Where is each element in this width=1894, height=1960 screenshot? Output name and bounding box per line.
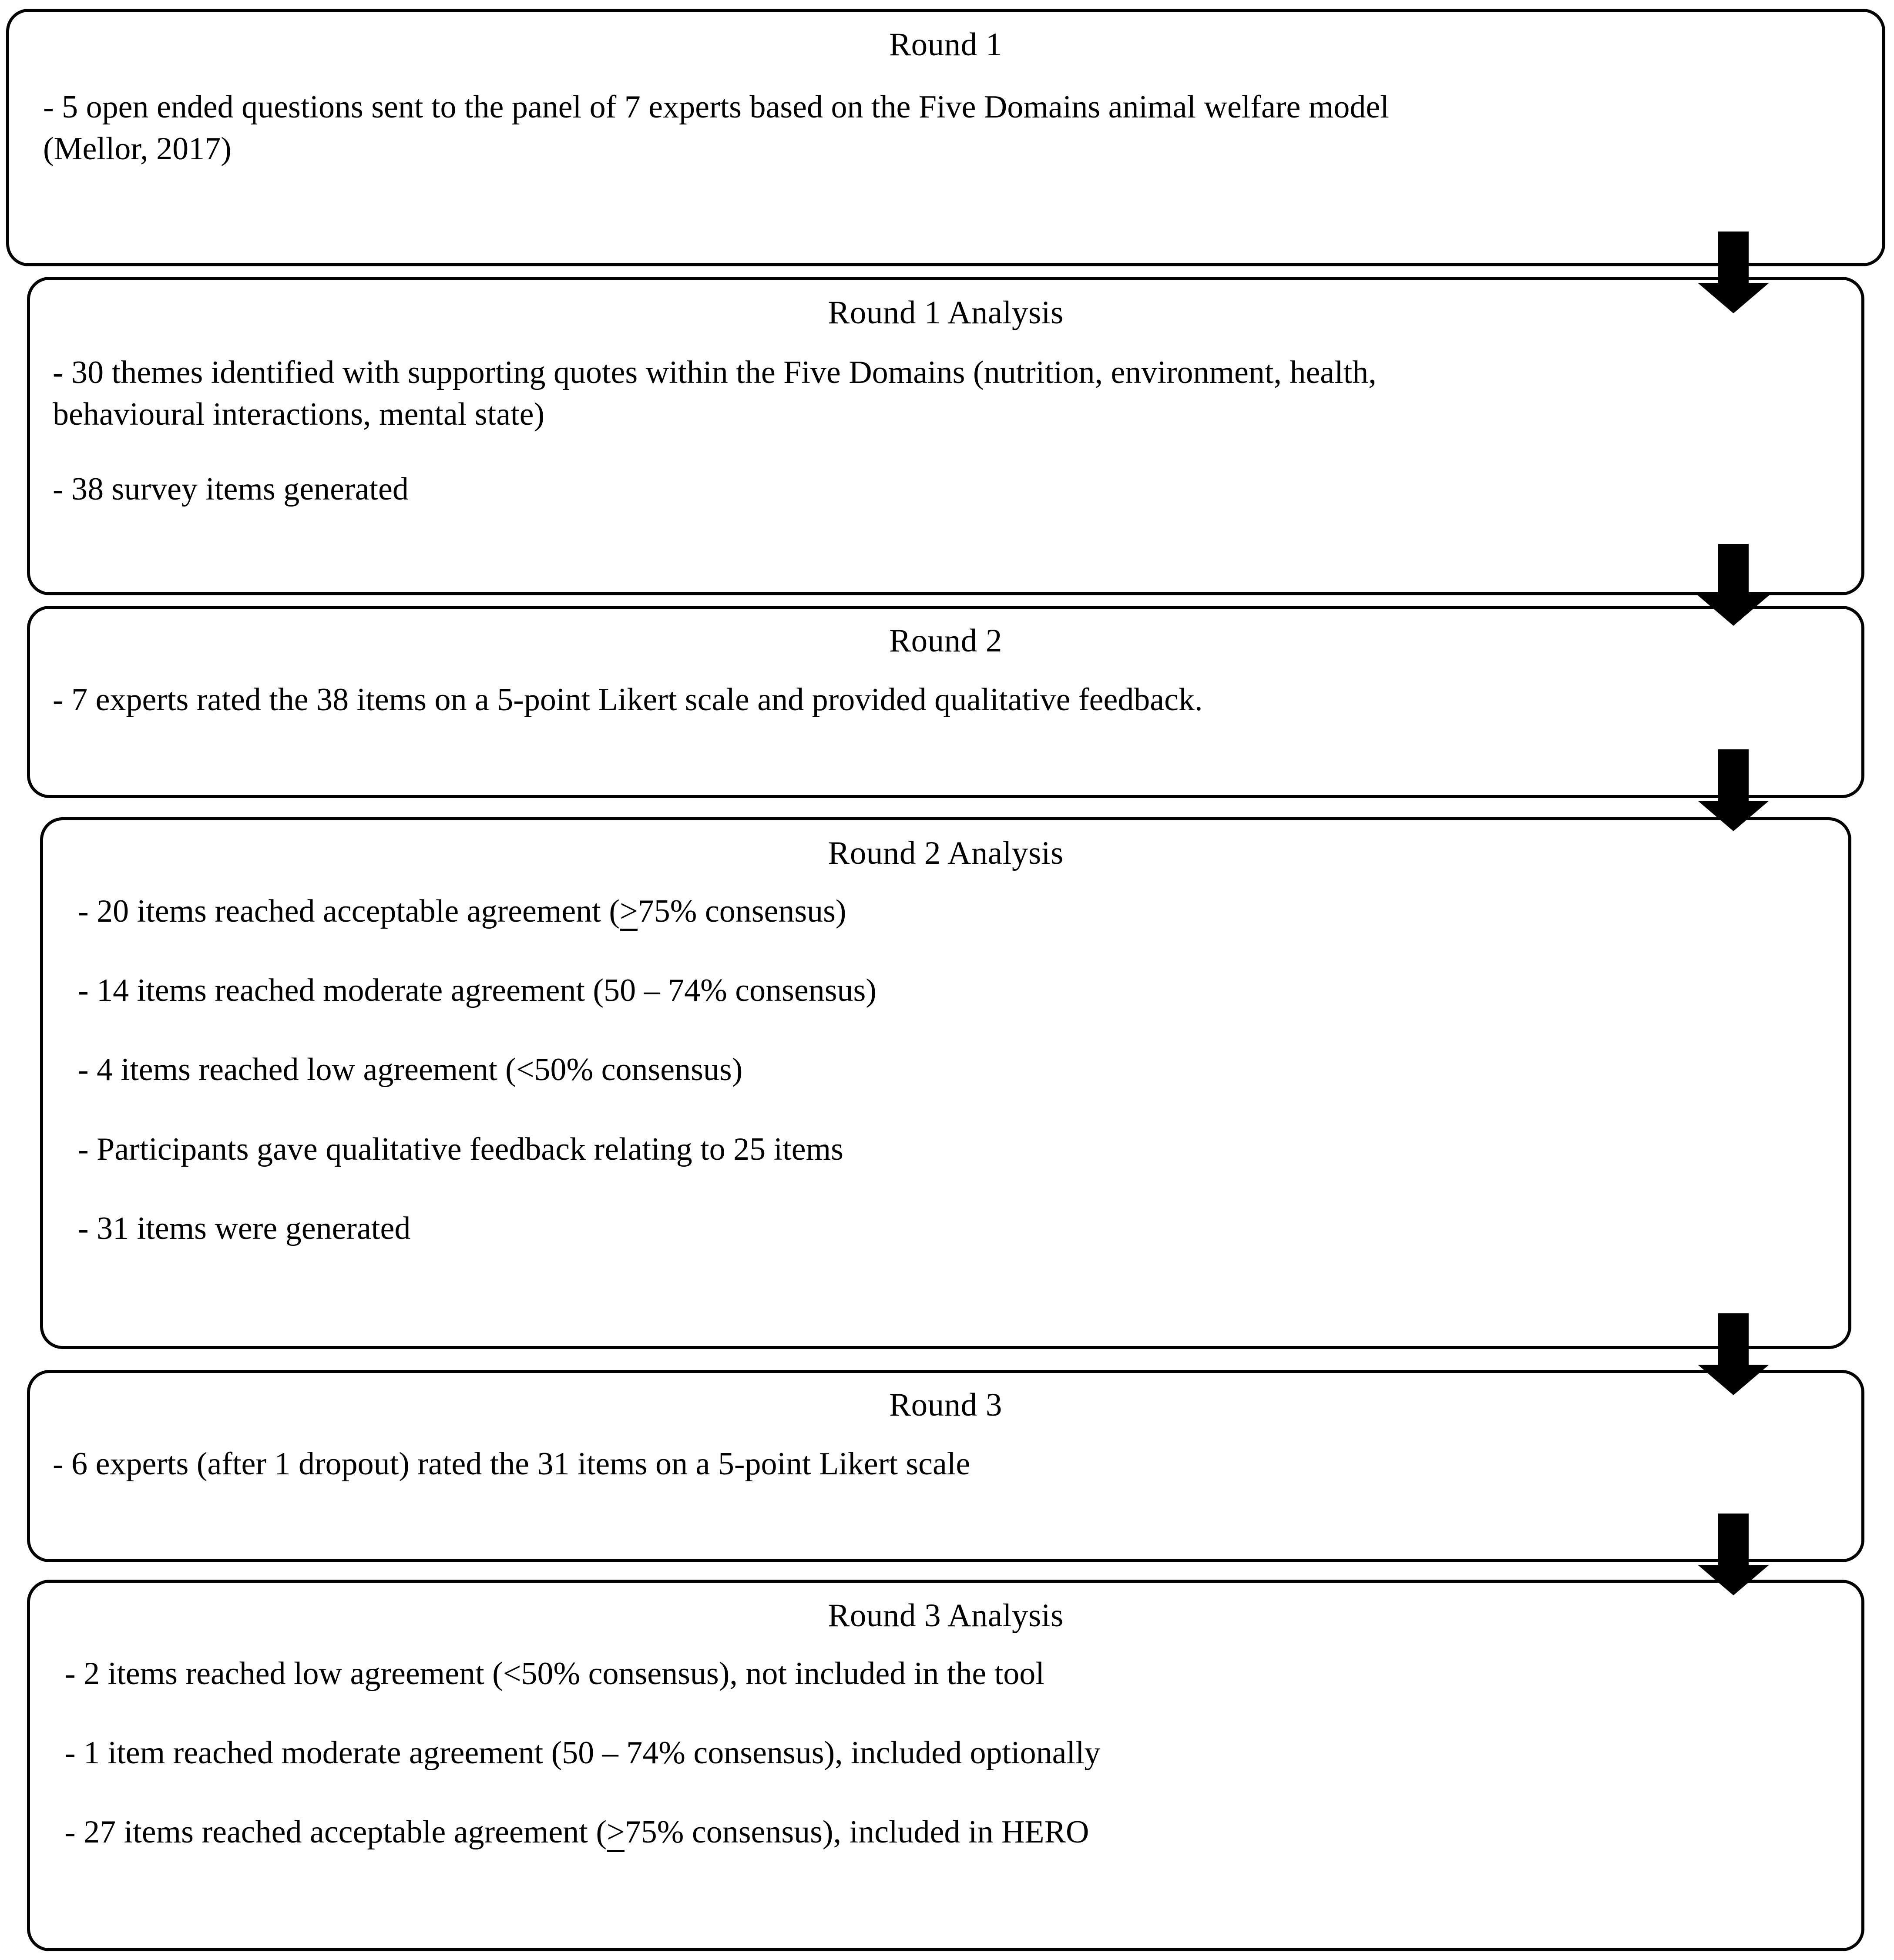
box-body-round-2: - 7 experts rated the 38 items on a 5-po… xyxy=(53,679,1820,721)
bullet-round2anal-4: - Participants gave qualitative feedback… xyxy=(78,1131,843,1167)
bullet-round2anal-3: - 4 items reached low agreement (<50% co… xyxy=(78,1052,743,1088)
spacer xyxy=(78,1170,1819,1208)
box-body-round-3: - 6 experts (after 1 dropout) rated the … xyxy=(53,1443,1820,1485)
flowchart-box-round-2: Round 2 - 7 experts rated the 38 items o… xyxy=(27,606,1864,798)
bullet-round3anal-2: - 1 item reached moderate agreement (50 … xyxy=(65,1735,1101,1771)
bullet-round2anal-1-post: 75% consensus) xyxy=(638,893,846,929)
bullet-round3anal-1: - 2 items reached low agreement (<50% co… xyxy=(65,1656,1044,1692)
arrow-round2-to-round2-analysis xyxy=(1694,749,1773,832)
box-body-round-3-analysis: - 2 items reached low agreement (<50% co… xyxy=(65,1653,1806,1853)
flowchart-box-round-1: Round 1 - 5 open ended questions sent to… xyxy=(6,9,1885,266)
arrow-round3-to-round3-analysis xyxy=(1694,1514,1773,1596)
box-title-round-3-analysis: Round 3 Analysis xyxy=(828,1598,1064,1634)
spacer xyxy=(65,1774,1806,1811)
bullet-round1-1-line1: - 5 open ended questions sent to the pan… xyxy=(43,89,1389,125)
bullet-round1anal-1-line2: behavioural interactions, mental state) xyxy=(53,396,545,433)
box-title-round-2-analysis: Round 2 Analysis xyxy=(828,835,1064,871)
flowchart-box-round-1-analysis: Round 1 Analysis - 30 themes identified … xyxy=(27,277,1864,595)
spacer xyxy=(78,1011,1819,1049)
bullet-round2anal-1: - 20 items reached acceptable agreement … xyxy=(78,890,1819,932)
spacer xyxy=(53,435,1828,468)
bullet-round3anal-3: - 27 items reached acceptable agreement … xyxy=(65,1811,1806,1853)
arrow-round1-to-round1-analysis xyxy=(1694,232,1773,314)
arrow-round2-analysis-to-round3 xyxy=(1694,1313,1773,1396)
spacer xyxy=(78,1091,1819,1128)
box-body-round-2-analysis: - 20 items reached acceptable agreement … xyxy=(78,890,1819,1249)
flowchart-box-round-3: Round 3 - 6 experts (after 1 dropout) ra… xyxy=(27,1370,1864,1562)
box-title-round-2: Round 2 xyxy=(889,623,1002,659)
flowchart-box-round-2-analysis: Round 2 Analysis - 20 items reached acce… xyxy=(40,817,1851,1349)
bullet-round1anal-2: - 38 survey items generated xyxy=(53,471,409,507)
greater-than-or-equal-icon: > xyxy=(606,1814,625,1852)
bullet-round1anal-1-line1: - 30 themes identified with supporting q… xyxy=(53,355,1377,390)
box-title-round-1-analysis: Round 1 Analysis xyxy=(828,295,1064,331)
box-title-round-3: Round 3 xyxy=(889,1387,1002,1423)
bullet-round3anal-3-post: 75% consensus), included in HERO xyxy=(625,1814,1089,1850)
bullet-round1-1: - 5 open ended questions sent to the pan… xyxy=(43,86,1819,170)
bullet-round2anal-1-pre: - 20 items reached acceptable agreement … xyxy=(78,893,620,929)
bullet-round2anal-5: - 31 items were generated xyxy=(78,1210,411,1246)
flowchart-box-round-3-analysis: Round 3 Analysis - 2 items reached low a… xyxy=(27,1580,1864,1951)
bullet-round3anal-3-pre: - 27 items reached acceptable agreement … xyxy=(65,1814,607,1850)
spacer xyxy=(65,1695,1806,1732)
box-title-round-1: Round 1 xyxy=(889,27,1002,63)
spacer xyxy=(78,932,1819,970)
greater-than-or-equal-icon: > xyxy=(619,893,638,931)
bullet-round2anal-2: - 14 items reached moderate agreement (5… xyxy=(78,973,876,1009)
box-body-round-1: - 5 open ended questions sent to the pan… xyxy=(43,86,1819,170)
arrow-round1-analysis-to-round2 xyxy=(1694,544,1773,627)
bullet-round2-1: - 7 experts rated the 38 items on a 5-po… xyxy=(53,682,1203,718)
bullet-round1anal-1: - 30 themes identified with supporting q… xyxy=(53,352,1828,435)
box-body-round-1-analysis: - 30 themes identified with supporting q… xyxy=(53,352,1828,510)
bullet-round3-1: - 6 experts (after 1 dropout) rated the … xyxy=(53,1446,971,1482)
bullet-round1-1-line2: (Mellor, 2017) xyxy=(43,131,232,167)
